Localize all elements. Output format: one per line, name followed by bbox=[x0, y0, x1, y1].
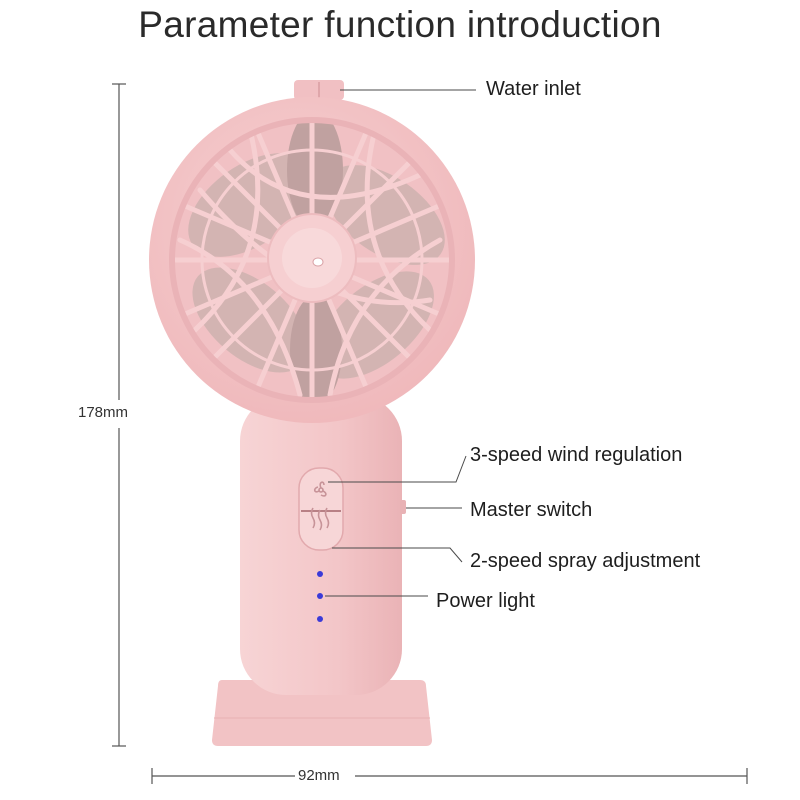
spray-nozzle-hub bbox=[267, 213, 357, 303]
callout-water-inlet: Water inlet bbox=[486, 78, 581, 100]
callout-master-switch: Master switch bbox=[470, 499, 593, 521]
leader-spray-adjustment bbox=[332, 547, 463, 563]
page-title: Parameter function introduction bbox=[138, 4, 662, 45]
control-button-panel[interactable] bbox=[298, 467, 344, 551]
power-led-2 bbox=[317, 593, 323, 599]
width-dimension-line bbox=[151, 768, 748, 784]
width-dimension-label: 92mm bbox=[298, 767, 340, 784]
callout-power-light: Power light bbox=[436, 590, 535, 612]
power-led-3 bbox=[317, 616, 323, 622]
callout-leaders bbox=[325, 89, 476, 597]
callout-wind-regulation: 3-speed wind regulation bbox=[470, 444, 683, 466]
power-led-1 bbox=[317, 571, 323, 577]
height-dimension-label: 178mm bbox=[78, 404, 129, 421]
fan-head bbox=[149, 97, 475, 423]
fan-speed-icon bbox=[313, 481, 327, 497]
height-dimension-line bbox=[112, 83, 126, 747]
leader-wind-regulation bbox=[328, 455, 467, 483]
callout-spray-adjustment: 2-speed spray adjustment bbox=[470, 550, 701, 572]
spray-icon bbox=[310, 507, 330, 531]
fan-base bbox=[212, 680, 432, 746]
water-inlet-cap bbox=[294, 80, 344, 100]
power-light-leds bbox=[317, 571, 323, 622]
